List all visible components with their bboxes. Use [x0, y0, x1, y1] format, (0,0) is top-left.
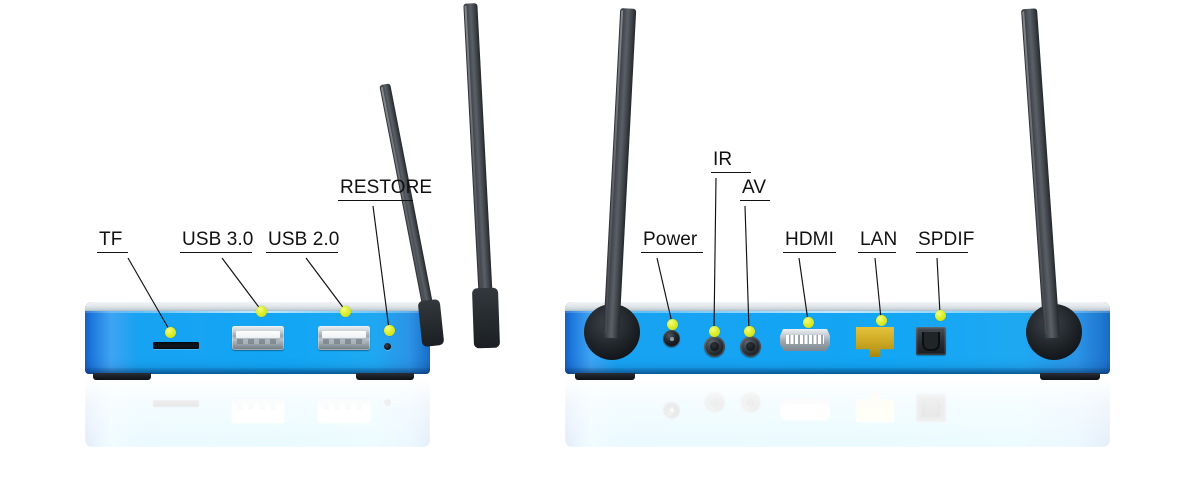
left-device-bottom-edge [85, 368, 430, 374]
label-usb3: USB 3.0 [180, 229, 254, 253]
left-device-foot-right [356, 373, 414, 380]
label-av-rule [740, 200, 770, 201]
marker-dot-power [667, 319, 678, 330]
marker-dot-hdmi [803, 317, 814, 328]
left-device-foot-left [93, 373, 151, 380]
right-device-top-edge [565, 302, 1110, 313]
antenna-rod [1020, 8, 1060, 339]
label-spdif: SPDIF [916, 229, 975, 253]
marker-dot-tf [165, 327, 176, 338]
right-device-reflection [565, 375, 1110, 447]
right-device-chassis [565, 302, 1110, 374]
label-tf-text: TF [99, 229, 123, 250]
left-device-antenna-front-hinge [417, 298, 445, 348]
label-av-text: AV [742, 177, 767, 198]
marker-dot-ir [709, 326, 720, 337]
marker-dot-usb2 [340, 306, 351, 317]
label-hdmi-rule [783, 252, 836, 253]
label-usb2-text: USB 2.0 [268, 229, 340, 250]
label-hdmi-text: HDMI [785, 229, 834, 250]
left-device-antenna-rear[interactable] [463, 3, 493, 304]
label-power-rule [641, 252, 703, 253]
usb-2-0-port[interactable] [318, 326, 370, 350]
label-restore: RESTORE [338, 177, 433, 201]
label-usb2-rule [266, 252, 338, 253]
label-ir: IR [711, 150, 751, 173]
label-power-text: Power [643, 229, 698, 250]
marker-dot-usb3 [256, 306, 267, 317]
marker-dot-av [744, 326, 755, 337]
label-usb2: USB 2.0 [266, 229, 340, 253]
marker-dot-lan [876, 315, 887, 326]
antenna-rod [463, 3, 493, 304]
antenna-rod [603, 8, 637, 339]
hdmi-port[interactable] [780, 329, 830, 351]
ir-jack[interactable] [704, 336, 725, 357]
label-ir-rule [711, 172, 751, 173]
label-tf: TF [97, 230, 128, 253]
label-av: AV [740, 178, 770, 201]
label-ir-text: IR [713, 149, 733, 170]
right-device-antenna-right[interactable] [1020, 8, 1060, 339]
label-tf-rule [97, 252, 128, 253]
label-usb3-text: USB 3.0 [182, 229, 254, 250]
label-lan: LAN [858, 229, 898, 253]
label-usb3-rule [180, 252, 252, 253]
label-restore-rule [338, 200, 413, 201]
label-hdmi: HDMI [783, 230, 836, 253]
label-lan-rule [858, 252, 896, 253]
right-device [565, 302, 1110, 380]
label-spdif-text: SPDIF [918, 229, 975, 250]
right-device-foot-right [1040, 373, 1100, 380]
left-device-reflection [85, 375, 430, 447]
av-jack[interactable] [740, 336, 761, 357]
tf-card-slot[interactable] [153, 342, 199, 349]
power-jack[interactable] [663, 330, 680, 347]
label-spdif-rule [916, 252, 968, 253]
label-restore-text: RESTORE [340, 177, 433, 198]
restore-reset-pinhole[interactable] [384, 343, 391, 350]
marker-dot-spdif [935, 310, 946, 321]
label-lan-text: LAN [860, 229, 898, 250]
left-device-antenna-rear-hinge [471, 287, 501, 349]
label-power: Power [641, 230, 703, 253]
right-device-bottom-edge [565, 368, 1110, 374]
usb-3-0-port[interactable] [232, 326, 284, 350]
spdif-port[interactable] [916, 327, 946, 355]
right-device-antenna-left[interactable] [603, 8, 637, 339]
right-device-foot-left [575, 373, 635, 380]
marker-dot-restore [384, 325, 395, 336]
